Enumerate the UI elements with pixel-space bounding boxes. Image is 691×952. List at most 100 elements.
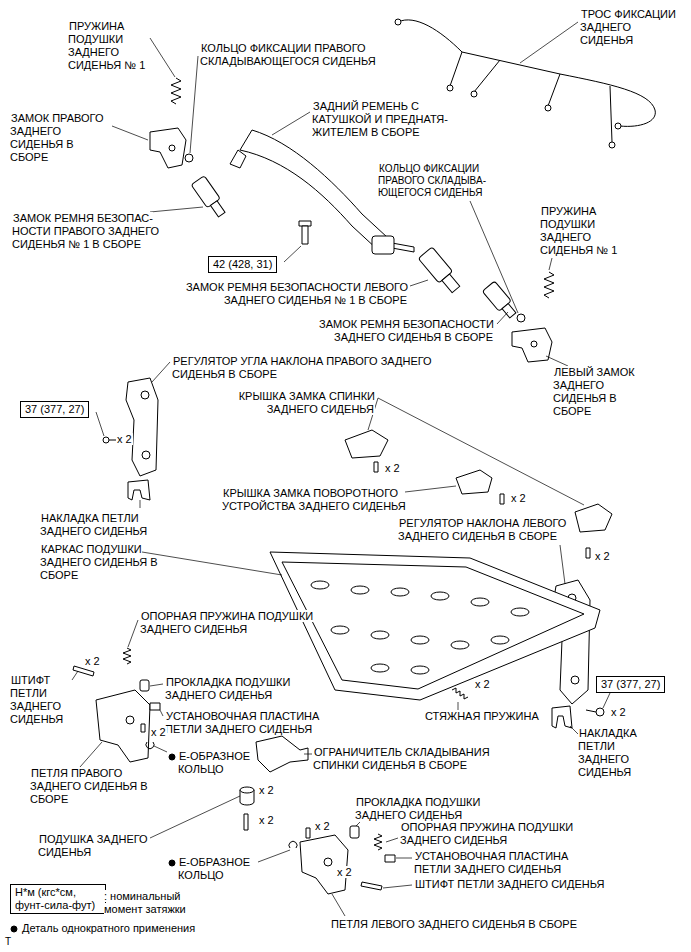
cushion-frame: [491, 636, 509, 644]
part-label: ШТИФТ ПЕТЛИ ЗАДНЕГО СИДЕНЬЯ: [414, 878, 644, 891]
single-use-mark: [11, 926, 17, 932]
single-use-mark: [169, 860, 175, 866]
cushion-frame: [331, 626, 349, 634]
cushion-frame: [311, 581, 329, 589]
cable: [447, 85, 453, 91]
part-label: x 2: [474, 678, 491, 691]
lock-cover: [345, 430, 388, 458]
part-name: ОГРАНИЧИТЕЛЬ СКЛАДЫВАНИЯ СПИНКИ СИДЕНЬЯ …: [313, 746, 490, 771]
part-name: КРЫШКА ЗАМКА СПИНКИ ЗАДНЕГО СИДЕНЬЯ: [238, 390, 375, 415]
part-name: ШТИФТ ПЕТЛИ ЗАДНЕГО СИДЕНЬЯ: [10, 674, 64, 725]
recliner: [142, 451, 150, 459]
part-label: ЗАМОК РЕМНЯ БЕЗОПАСНОСТИ ЛЕВОГО ЗАДНЕГО …: [146, 281, 408, 307]
right-hinge: [140, 680, 149, 691]
cushion-frame: [511, 608, 529, 616]
leader-lines: [150, 684, 163, 686]
cushion-frame: [351, 586, 369, 594]
legend-entry: : номинальный момент затяжки: [104, 890, 216, 916]
buckle: [442, 274, 460, 293]
part-name: Е-ОБРАЗНОЕ КОЛЬЦО: [178, 750, 250, 775]
part-label: x 2: [116, 433, 133, 446]
lock-cover: [575, 504, 612, 532]
left-hinge: [289, 826, 395, 894]
leader-lines: [470, 201, 518, 313]
part-label: УСТАНОВОЧНАЯ ПЛАСТИНА ПЕТЛИ ЗАДНЕГО СИДЕ…: [165, 710, 335, 736]
belt: [240, 130, 388, 250]
part-name: x 2: [150, 726, 167, 738]
leader-lines: [560, 545, 565, 584]
part-label: ЗАМОК РЕМНЯ БЕЗОПАС- НОСТИ ПРАВОГО ЗАДНЕ…: [12, 212, 172, 251]
seat-lock: [169, 145, 175, 151]
cable: [615, 123, 621, 129]
part-label: x 2: [510, 492, 527, 505]
fold-limiter: [256, 736, 308, 772]
part-name: ПЕТЛЯ ЛЕВОГО ЗАДНЕГО СИДЕНЬЯ В СБОРЕ: [330, 918, 578, 930]
part-label: x 2: [258, 814, 275, 827]
part-label: ПОДУШКА ЗАДНЕГО СИДЕНЬЯ: [38, 833, 158, 859]
leader-lines: [72, 671, 78, 680]
cable: [609, 142, 615, 148]
part-label: x 2: [594, 550, 611, 563]
leader-lines: [80, 742, 102, 767]
leader-lines: [570, 726, 578, 734]
part-name: ЛЕВЫЙ ЗАМОК ЗАДНЕГО СИДЕНЬЯ В СБОРЕ: [553, 366, 635, 417]
lock-cover: [456, 470, 492, 494]
part-name: ПРОКЛАДКА ПОДУШКИ ЗАДНЕГО СИДЕНЬЯ: [165, 676, 290, 701]
hinge-cover: [128, 480, 150, 500]
leader-lines: [142, 552, 282, 575]
right-hinge: [146, 742, 154, 749]
cable: [545, 105, 551, 111]
cushion-frame: [270, 552, 600, 700]
legend-entry: Деталь однократного применения: [22, 922, 195, 935]
part-label: ЛЕВЫЙ ЗАМОК ЗАДНЕГО СИДЕНЬЯ В СБОРЕ: [553, 366, 643, 418]
seat-lock: [531, 341, 537, 347]
lock-cover: [586, 548, 590, 558]
part-name: ЗАМОК РЕМНЯ БЕЗОПАСНОСТИ ЗАДНЕГО СИДЕНЬЯ…: [318, 318, 494, 343]
seat-lock: [150, 128, 186, 168]
part-label: КРЫШКА ЗАМКА ПОВОРОТНОГО УСТРОЙСТВА ЗАДН…: [222, 487, 427, 513]
leader-lines: [154, 746, 167, 752]
part-name: КОЛЬЦО ФИКСАЦИИ ПРАВОГО СКЛАДЫВАЮЩЕГОСЯ …: [200, 42, 377, 67]
part-name: ПОДУШКА ЗАДНЕГО СИДЕНЬЯ: [38, 833, 148, 858]
leader-lines: [128, 620, 138, 647]
leader-lines: [150, 38, 175, 77]
ring: [185, 154, 525, 322]
part-name: ОПОРНАЯ ПРУЖИНА ПОДУШКИ ЗАДНЕГО СИДЕНЬЯ: [140, 610, 313, 635]
torque-box: 37 (377, 27): [596, 676, 665, 693]
belt: [230, 150, 246, 168]
cushion-frame: [452, 688, 468, 699]
seat-lock: [150, 128, 552, 362]
left-hinge: [289, 841, 297, 848]
part-name: x 2: [314, 820, 331, 832]
part-label: НАКЛАДКА ПЕТЛИ ЗАДНЕГО СИДЕНЬЯ: [40, 512, 160, 538]
buckle: [482, 281, 519, 320]
part-name: x 2: [116, 433, 133, 445]
part-name: УСТАНОВОЧНАЯ ПЛАСТИНА ПЕТЛИ ЗАДНЕГО СИДЕ…: [165, 710, 319, 735]
belt: [230, 130, 394, 254]
part-label: ПРУЖИНА ПОДУШКИ ЗАДНЕГО СИДЕНЬЯ № 1: [68, 20, 148, 72]
part-name: x 2: [336, 866, 353, 878]
cushion-frame: [411, 636, 429, 644]
part-label: ПРОКЛАДКА ПОДУШКИ ЗАДНЕГО СИДЕНЬЯ: [165, 676, 295, 702]
hinge-cover: [552, 706, 572, 728]
left-hinge: [374, 834, 382, 850]
part-name: ПЕТЛЯ ПРАВОГО ЗАДНЕГО СИДЕНЬЯ В СБОРЕ: [30, 767, 148, 805]
seat-cushion: [240, 787, 254, 793]
part-label: ТРОС ФИКСАЦИИ ЗАДНЕГО СИДЕНЬЯ: [580, 8, 680, 47]
torque-box: 37 (377, 27): [20, 401, 89, 418]
left-hinge: [300, 835, 348, 894]
leader-lines: [150, 796, 240, 838]
cable: [471, 91, 477, 97]
left-hinge: [324, 858, 332, 866]
part-label: ОГРАНИЧИТЕЛЬ СКЛАДЫВАНИЯ СПИНКИ СИДЕНЬЯ …: [313, 746, 503, 772]
part-name: КАРКАС ПОДУШКИ ЗАДНЕГО СИДЕНЬЯ В СБОРЕ: [40, 543, 158, 581]
left-hinge: [350, 826, 359, 838]
leader-lines: [284, 246, 301, 262]
recliner: [126, 378, 158, 476]
recliner: [141, 391, 149, 399]
leader-lines: [497, 312, 508, 324]
part-name: СТЯЖНАЯ ПРУЖИНА: [424, 710, 540, 722]
single-use-mark: [169, 754, 175, 760]
leader-lines: [304, 754, 312, 755]
right-hinge: [96, 690, 150, 762]
